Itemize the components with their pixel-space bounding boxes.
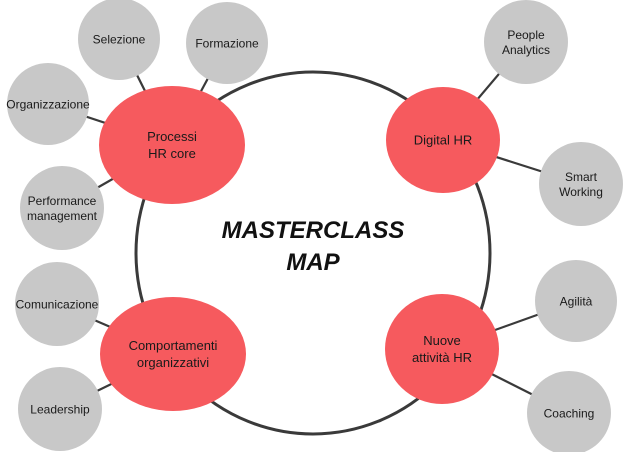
hub-comportamenti-organizzativi-label-1: Comportamenti <box>129 338 218 353</box>
satellite-organizzazione: Organizzazione <box>6 63 90 145</box>
title-line-1: MASTERCLASS <box>222 217 405 244</box>
satellite-comunicazione: Comunicazione <box>15 262 99 346</box>
hub-processi-hr-core-label-1: Processi <box>147 129 197 144</box>
hub-nuove-attivita-hr: Nuove attività HR <box>385 294 499 404</box>
satellite-people-analytics-label-1: People <box>507 28 545 42</box>
satellite-smart-working-label-1: Smart <box>565 170 598 184</box>
satellite-performance-management-circle <box>20 166 104 250</box>
hub-digital-hr-label-1: Digital HR <box>414 133 473 148</box>
satellite-selezione-circle <box>78 0 160 80</box>
satellite-organizzazione-circle <box>7 63 89 145</box>
satellite-comunicazione-label-1: Comunicazione <box>16 298 99 312</box>
hub-digital-hr-ellipse <box>386 87 500 193</box>
satellite-leadership: Leadership <box>18 367 102 451</box>
satellite-agilita-circle <box>535 260 617 342</box>
satellite-leadership-circle <box>18 367 102 451</box>
satellite-performance-management-label-1: Performance <box>28 194 97 208</box>
hub-nuove-attivita-hr-label-1: Nuove <box>423 333 461 348</box>
satellite-people-analytics-label-2: Analytics <box>502 43 550 57</box>
satellite-coaching-circle <box>527 371 611 452</box>
satellite-people-analytics-circle <box>484 0 568 84</box>
satellite-organizzazione-label-1: Organizzazione <box>6 98 90 112</box>
hub-digital-hr: Digital HR <box>386 87 500 193</box>
satellite-agilita: Agilità <box>535 260 617 342</box>
hub-nuove-attivita-hr-ellipse <box>385 294 499 404</box>
satellite-formazione-label-1: Formazione <box>195 37 259 51</box>
hub-processi-hr-core: Processi HR core <box>99 86 245 204</box>
hub-nuove-attivita-hr-label-2: attività HR <box>412 350 472 365</box>
satellite-selezione: Selezione <box>78 0 160 80</box>
satellite-selezione-label-1: Selezione <box>93 33 146 47</box>
satellite-performance-management-label-2: management <box>27 209 98 223</box>
satellite-comunicazione-circle <box>15 262 99 346</box>
central-ring <box>134 70 492 436</box>
satellite-nodes: Selezione FormazioneOrganizzazionePerform… <box>6 0 623 452</box>
satellite-smart-working-label-2: Working <box>559 185 603 199</box>
hub-comportamenti-organizzativi: Comportamenti organizzativi <box>100 297 246 411</box>
satellite-coaching-label-1: Coaching <box>544 407 595 421</box>
hub-comportamenti-organizzativi-ellipse <box>100 297 246 411</box>
satellite-coaching: Coaching <box>527 371 611 452</box>
satellite-formazione: Formazione <box>186 2 268 84</box>
satellite-agilita-label-1: Agilità <box>560 295 593 309</box>
hub-processi-hr-core-label-2: HR core <box>148 146 196 161</box>
title-line-2: MAP <box>286 249 340 276</box>
hub-nodes: Processi HR core Digital HR Comportamenti or… <box>99 86 500 411</box>
diagram-title: MASTERCLASS MAP <box>222 217 405 276</box>
satellite-smart-working-circle <box>539 142 623 226</box>
hub-comportamenti-organizzativi-label-2: organizzativi <box>137 355 209 370</box>
satellite-leadership-label-1: Leadership <box>30 403 90 417</box>
satellite-formazione-circle <box>186 2 268 84</box>
hub-processi-hr-core-ellipse <box>99 86 245 204</box>
